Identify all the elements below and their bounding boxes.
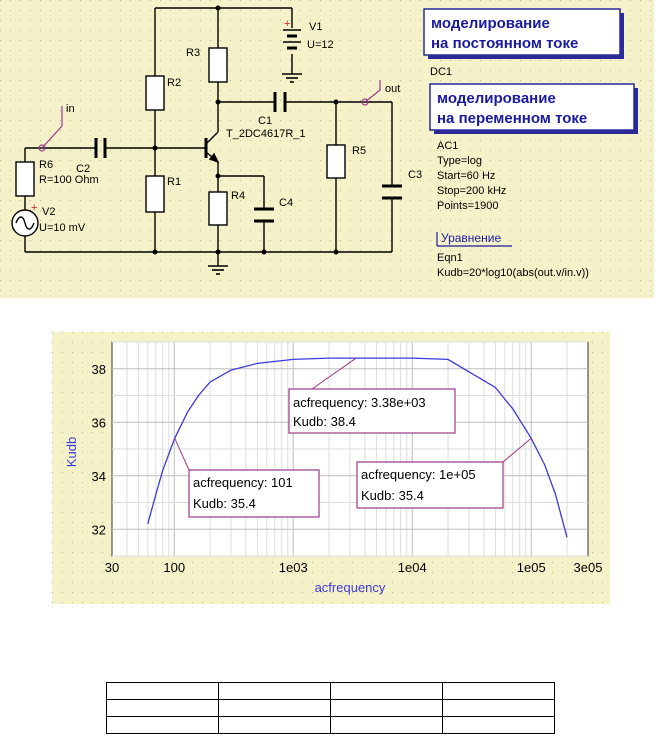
x-tick-label: 1e04 xyxy=(398,560,427,575)
empty-table xyxy=(106,682,555,734)
y-tick-label: 32 xyxy=(92,522,106,537)
marker-high-freq: acfrequency: 1e+05 xyxy=(361,467,476,482)
label-c2: C2 xyxy=(76,163,90,175)
table-cell xyxy=(442,699,555,717)
marker-high-kudb: Kudb: 35.4 xyxy=(361,488,424,503)
label-c4: C4 xyxy=(279,197,293,209)
capacitor-c2[interactable] xyxy=(94,138,107,158)
ac-simulation-block[interactable]: моделирование на переменном токе xyxy=(429,83,638,134)
table-row xyxy=(106,699,555,717)
label-r5: R5 xyxy=(352,145,366,157)
dc-name: DC1 xyxy=(430,66,452,78)
ac-stop: Stop=200 kHz xyxy=(437,185,506,197)
x-axis-label: acfrequency xyxy=(315,580,386,595)
battery-v1[interactable] xyxy=(283,29,301,50)
table-cell xyxy=(330,716,443,734)
label-r4: R4 xyxy=(231,190,245,202)
resistor-r2[interactable] xyxy=(145,75,165,111)
table-cell xyxy=(330,699,443,717)
ac-points: Points=1900 xyxy=(437,200,498,212)
label-r1: R1 xyxy=(167,176,181,188)
schematic-panel: + + V1 U=12 R3 R2 R1 R4 R5 C1 C2 C3 C4 T… xyxy=(0,0,654,298)
equation-block[interactable]: Уравнение Eqn1 Kudb=20*log10(abs(out.v/i… xyxy=(436,231,589,279)
label-r6-r: R=100 Ohm xyxy=(39,174,99,186)
dc-simulation-block[interactable]: моделирование на постоянном токе xyxy=(423,8,624,59)
y-tick-label: 38 xyxy=(92,362,106,377)
label-c1: C1 xyxy=(258,115,272,127)
marker-low[interactable]: acfrequency: 101 Kudb: 35.4 xyxy=(174,438,320,518)
ac-type: Type=log xyxy=(437,155,482,167)
marker-peak-freq: acfrequency: 3.38e+03 xyxy=(293,395,426,410)
marker-low-freq: acfrequency: 101 xyxy=(193,475,293,490)
y-tick-labels: 32 34 36 38 xyxy=(92,362,106,538)
ground-v1-icon xyxy=(282,73,302,83)
label-v2-u: U=10 mV xyxy=(39,222,86,234)
frequency-response-plot[interactable]: 32 34 36 38 30 100 1e03 1e04 1e05 3e05 acfrequen… xyxy=(52,332,610,604)
table-cell xyxy=(442,716,555,734)
junction-dots xyxy=(152,5,339,255)
x-tick-label: 1e03 xyxy=(279,560,308,575)
y-axis-label: Kudb xyxy=(64,437,79,467)
marker-high[interactable]: acfrequency: 1e+05 Kudb: 35.4 xyxy=(356,437,532,509)
transistor-symbol[interactable] xyxy=(204,131,220,164)
resistor-symbols xyxy=(15,47,346,226)
x-tick-label: 100 xyxy=(163,560,185,575)
ac-name: AC1 xyxy=(437,140,458,152)
port-out-icon[interactable] xyxy=(361,80,381,106)
table-row xyxy=(106,682,555,700)
marker-peak-kudb: Kudb: 38.4 xyxy=(293,414,356,429)
label-in: in xyxy=(66,103,75,115)
table-cell xyxy=(106,682,219,700)
port-in-icon[interactable] xyxy=(38,106,63,152)
label-r3: R3 xyxy=(186,47,200,59)
ac-box-line1: моделирование xyxy=(437,90,556,107)
v1-plus-sign: + xyxy=(284,18,290,30)
table-cell xyxy=(330,682,443,700)
ground-main-icon xyxy=(208,265,228,275)
table-row xyxy=(106,716,555,734)
x-tick-label: 30 xyxy=(105,560,119,575)
v2-plus-sign: + xyxy=(31,202,37,214)
resistor-r5[interactable] xyxy=(326,144,346,179)
table-cell xyxy=(218,716,331,734)
marker-low-kudb: Kudb: 35.4 xyxy=(193,496,256,511)
dc-box-line2: на постоянном токе xyxy=(431,35,578,52)
label-r2: R2 xyxy=(167,77,181,89)
label-out: out xyxy=(385,83,400,95)
resistor-r4[interactable] xyxy=(208,191,228,226)
dc-box-line1: моделирование xyxy=(431,15,550,32)
equation-expr: Kudb=20*log10(abs(out.v/in.v)) xyxy=(437,267,589,279)
ac-start: Start=60 Hz xyxy=(437,170,495,182)
capacitor-symbols xyxy=(94,92,402,223)
equation-name: Eqn1 xyxy=(437,252,463,264)
label-v2: V2 xyxy=(42,206,55,218)
resistor-r6[interactable] xyxy=(15,161,35,197)
equation-title: Уравнение xyxy=(441,231,501,245)
capacitor-c1[interactable] xyxy=(273,92,287,112)
x-tick-label: 1e05 xyxy=(517,560,546,575)
marker-peak[interactable]: acfrequency: 3.38e+03 Kudb: 38.4 xyxy=(288,357,456,434)
capacitor-c3[interactable] xyxy=(382,184,402,200)
label-r6: R6 xyxy=(39,159,53,171)
x-tick-label: 3e05 xyxy=(574,560,603,575)
y-tick-label: 36 xyxy=(92,415,106,430)
capacitor-c4[interactable] xyxy=(254,207,274,223)
label-transistor: T_2DC4617R_1 xyxy=(226,128,306,140)
y-tick-label: 34 xyxy=(92,469,106,484)
ac-source-v2[interactable] xyxy=(11,209,39,237)
table-cell xyxy=(218,682,331,700)
ac-box-line2: на переменном токе xyxy=(437,110,587,127)
label-v1-u: U=12 xyxy=(307,39,334,51)
schematic-wires xyxy=(24,7,393,266)
resistor-r1[interactable] xyxy=(145,175,165,213)
table-cell xyxy=(106,716,219,734)
table-cell xyxy=(218,699,331,717)
resistor-r3[interactable] xyxy=(208,47,228,83)
label-c3: C3 xyxy=(408,169,422,181)
table-cell xyxy=(442,682,555,700)
table-cell xyxy=(106,699,219,717)
label-v1: V1 xyxy=(309,21,322,33)
kudb-curve xyxy=(147,357,568,538)
x-tick-labels: 30 100 1e03 1e04 1e05 3e05 xyxy=(105,560,603,575)
